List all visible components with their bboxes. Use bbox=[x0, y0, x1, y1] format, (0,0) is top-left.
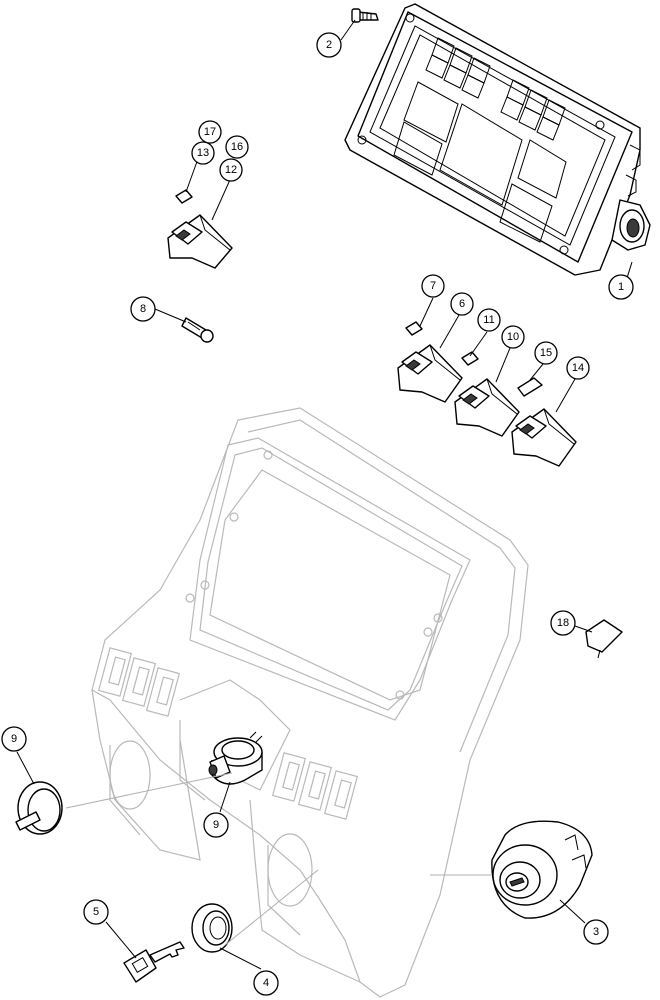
callout-2-label: 2 bbox=[326, 39, 332, 51]
callout-12-label: 12 bbox=[225, 164, 237, 176]
callout-11-label: 11 bbox=[483, 314, 494, 326]
lens-7 bbox=[405, 321, 423, 336]
callout-17-label: 17 bbox=[204, 126, 216, 138]
callout-17: 17 bbox=[198, 120, 222, 144]
callout-13-label: 13 bbox=[197, 147, 209, 159]
callout-9-upper: 9 bbox=[1, 726, 27, 752]
lens-13 bbox=[175, 189, 193, 204]
callout-9-upper-label: 9 bbox=[11, 733, 17, 745]
callout-10: 10 bbox=[501, 325, 525, 349]
blanking-cover bbox=[585, 619, 623, 659]
callout-14: 14 bbox=[566, 356, 590, 380]
callout-7: 7 bbox=[421, 274, 445, 298]
callout-8: 8 bbox=[130, 296, 156, 322]
bulb bbox=[181, 317, 214, 343]
ignition-key bbox=[123, 941, 185, 983]
callout-11: 11 bbox=[477, 308, 501, 332]
callout-6: 6 bbox=[450, 292, 474, 316]
rocker-switch-14 bbox=[511, 408, 577, 467]
callout-4-label: 4 bbox=[263, 977, 269, 989]
switch-knob bbox=[15, 781, 63, 835]
callout-3-label: 3 bbox=[593, 926, 599, 938]
rocker-switch-6 bbox=[397, 344, 463, 403]
rotary-switch bbox=[208, 731, 263, 785]
callout-9-lower: 9 bbox=[203, 812, 229, 838]
screw bbox=[351, 8, 379, 23]
rocker-switch-12 bbox=[167, 214, 233, 269]
callout-3: 3 bbox=[583, 919, 609, 945]
rocker-switch-10 bbox=[454, 378, 520, 437]
callout-13: 13 bbox=[191, 141, 215, 165]
lens-11 bbox=[461, 351, 479, 366]
callout-4: 4 bbox=[253, 970, 279, 996]
nut bbox=[191, 903, 233, 953]
dashboard-console-outline bbox=[91, 407, 529, 998]
leader-lines bbox=[16, 19, 633, 970]
callout-1-label: 1 bbox=[618, 281, 624, 293]
callout-9-lower-label: 9 bbox=[213, 819, 219, 831]
warning-lamp-row bbox=[425, 37, 566, 141]
callout-12: 12 bbox=[219, 158, 243, 182]
callout-7-label: 7 bbox=[430, 280, 436, 292]
callout-18-label: 18 bbox=[557, 617, 569, 629]
callout-5: 5 bbox=[83, 899, 109, 925]
instrument-cluster bbox=[344, 3, 651, 276]
callout-14-label: 14 bbox=[572, 362, 584, 374]
callout-2: 2 bbox=[316, 32, 342, 58]
callout-15: 15 bbox=[534, 341, 558, 365]
ignition-switch bbox=[491, 820, 593, 919]
lens-15 bbox=[517, 377, 543, 397]
callout-5-label: 5 bbox=[93, 906, 99, 918]
callout-8-label: 8 bbox=[140, 303, 146, 315]
callout-15-label: 15 bbox=[540, 347, 552, 359]
callout-18: 18 bbox=[550, 610, 576, 636]
callout-1: 1 bbox=[608, 274, 634, 300]
callout-6-label: 6 bbox=[459, 298, 465, 310]
callout-10-label: 10 bbox=[507, 331, 519, 343]
callout-16-label: 16 bbox=[231, 141, 243, 153]
callout-16: 16 bbox=[225, 135, 249, 159]
